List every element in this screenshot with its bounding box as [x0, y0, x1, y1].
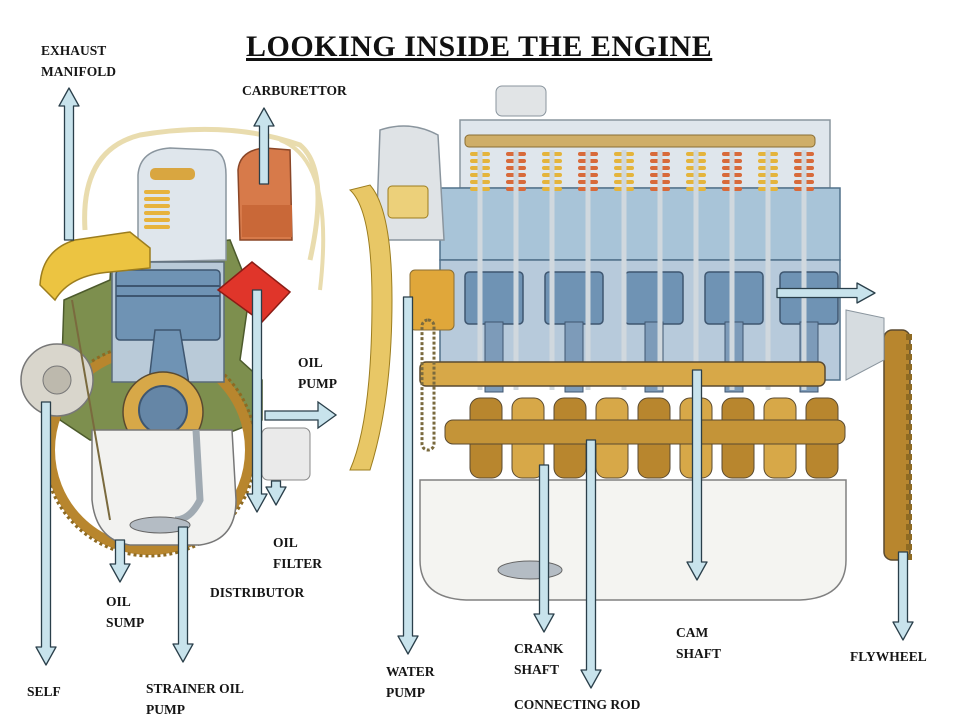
arrow-strainer-oil-pump [172, 526, 194, 663]
bellhousing-lip [845, 309, 885, 381]
flywheel-tooth [906, 344, 912, 350]
arrow-oil-filter [265, 480, 287, 506]
flywheel-tooth [906, 374, 912, 380]
flywheel-tooth [906, 554, 912, 560]
flywheel-tooth [906, 504, 912, 510]
fan-pulley [348, 184, 393, 471]
rocker-arm [150, 168, 195, 180]
big-end-bearing [138, 385, 188, 435]
carburettor-float-bowl [242, 205, 292, 237]
arrow-self [35, 401, 57, 666]
label-oil-filter: OIL FILTER [273, 535, 323, 571]
arrow-connecting-rod [580, 439, 602, 689]
strainer-long [497, 560, 563, 580]
crankshaft-main [444, 419, 846, 445]
valve-spring-coil [144, 204, 170, 208]
flywheel-tooth [906, 394, 912, 400]
flywheel-tooth [906, 484, 912, 490]
camshaft [419, 361, 826, 387]
valve-spring-coil [144, 190, 170, 194]
arrow-crank-shaft [533, 464, 555, 633]
strainer-disk [129, 516, 191, 534]
hose-cable [279, 138, 326, 291]
label-oil-sump: OIL SUMP [106, 594, 145, 630]
label-strainer-oil-pump: STRAINER OIL PUMP [146, 681, 244, 717]
dipstick [71, 299, 111, 521]
arrow-water-pump [397, 296, 419, 655]
label-self: SELF [27, 684, 61, 699]
oil-filler-cap [495, 85, 547, 117]
cylinder-head-long [439, 187, 841, 261]
flywheel-tooth [906, 414, 912, 420]
label-water-pump: WATER PUMP [386, 664, 435, 700]
flywheel-tooth [906, 544, 912, 550]
label-cam-shaft: CAM SHAFT [676, 625, 722, 661]
flywheel-tooth [906, 524, 912, 530]
flywheel-tooth [906, 404, 912, 410]
arrow-flywheel-side [776, 282, 876, 304]
oil-sump-long [419, 479, 847, 601]
flywheel-tooth [906, 534, 912, 540]
flywheel-tooth [906, 384, 912, 390]
arrow-oil-sump [109, 539, 131, 583]
arrow-cam-shaft [686, 369, 708, 581]
label-distributor: DISTRIBUTOR [210, 585, 305, 600]
valve-spring-coil [144, 197, 170, 201]
flywheel-tooth [906, 354, 912, 360]
flywheel-tooth [906, 494, 912, 500]
flywheel-tooth [906, 474, 912, 480]
flywheel-tooth [906, 464, 912, 470]
label-carburettor: CARBURETTOR [242, 83, 347, 98]
flywheel-tooth [906, 334, 912, 340]
thermostat [387, 185, 429, 219]
flywheel-tooth [906, 424, 912, 430]
oil-filter-canister [261, 427, 311, 481]
label-flywheel: FLYWHEEL [850, 649, 927, 664]
flywheel-tooth [906, 454, 912, 460]
exhaust-manifold [39, 231, 151, 302]
label-connecting-rod: CONNECTING ROD [514, 697, 641, 712]
water-pump-body [409, 269, 455, 331]
valve-spring-coil [144, 225, 170, 229]
arrow-flywheel [892, 551, 914, 641]
arrow-exhaust-manifold [58, 87, 80, 241]
flywheel-tooth [906, 514, 912, 520]
starter-motor-hub [42, 365, 72, 395]
flywheel-tooth [906, 434, 912, 440]
valve-spring-coil [144, 218, 170, 222]
piston-3 [624, 271, 684, 325]
label-oil-pump: OIL PUMP [298, 355, 337, 391]
label-exhaust-manifold: EXHAUST MANIFOLD [41, 43, 116, 79]
label-crank-shaft: CRANK SHAFT [514, 641, 564, 677]
flywheel-tooth [906, 364, 912, 370]
arrow-distributor [246, 289, 268, 513]
rocker-shaft [464, 134, 816, 148]
arrow-oil-pump [264, 400, 338, 430]
timing-chain [420, 318, 436, 452]
arrow-carburettor [253, 107, 275, 185]
flywheel-tooth [906, 444, 912, 450]
valve-spring-coil [144, 211, 170, 215]
page-title: LOOKING INSIDE THE ENGINE [246, 30, 713, 63]
